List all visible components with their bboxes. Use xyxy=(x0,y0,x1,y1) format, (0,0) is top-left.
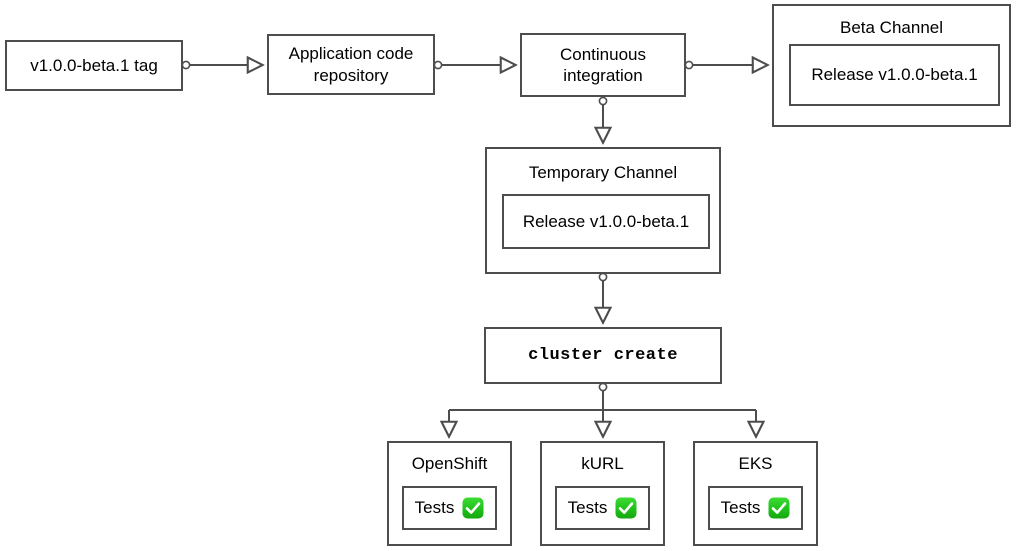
beta-channel-title: Beta Channel xyxy=(839,18,944,37)
openshift-title: OpenShift xyxy=(411,454,488,473)
repo-label-line2: repository xyxy=(313,65,389,85)
beta-channel-release-box[interactable]: Release v1.0.0-beta.1 xyxy=(789,44,1000,106)
node-cluster-create-label: cluster create xyxy=(528,345,678,365)
eks-tests-label: Tests xyxy=(720,498,761,518)
openshift-tests-row: Tests xyxy=(415,497,485,519)
kurl-title: kURL xyxy=(581,454,624,473)
openshift-tests-box[interactable]: Tests xyxy=(402,486,497,530)
eks-tests-box[interactable]: Tests xyxy=(708,486,803,530)
ci-label-line1: Continuous xyxy=(559,44,646,64)
openshift-tests-label: Tests xyxy=(414,498,455,518)
node-application-code-repository[interactable]: Application code repository xyxy=(267,34,435,95)
green-check-icon xyxy=(768,497,790,519)
ci-label-line2: integration xyxy=(563,66,643,85)
kurl-tests-row: Tests xyxy=(568,497,638,519)
temporary-channel-release-label: Release v1.0.0-beta.1 xyxy=(522,211,690,231)
node-temporary-channel[interactable]: Temporary Channel Release v1.0.0-beta.1 xyxy=(485,147,721,274)
node-tag-label: v1.0.0-beta.1 tag xyxy=(30,55,158,75)
node-application-code-repository-label: Application code repository xyxy=(289,43,414,86)
node-continuous-integration[interactable]: Continuous integration xyxy=(520,33,686,97)
green-check-icon xyxy=(462,497,484,519)
temporary-channel-title: Temporary Channel xyxy=(528,163,678,182)
kurl-tests-label: Tests xyxy=(567,498,608,518)
temporary-channel-release-box[interactable]: Release v1.0.0-beta.1 xyxy=(502,194,710,249)
kurl-tests-box[interactable]: Tests xyxy=(555,486,650,530)
eks-tests-row: Tests xyxy=(721,497,791,519)
repo-label-line1: Application code xyxy=(288,44,414,64)
node-eks[interactable]: EKS Tests xyxy=(693,441,818,546)
node-cluster-create[interactable]: cluster create xyxy=(484,327,722,384)
node-continuous-integration-label: Continuous integration xyxy=(560,44,646,87)
node-tag[interactable]: v1.0.0-beta.1 tag xyxy=(5,40,183,91)
beta-channel-release-label: Release v1.0.0-beta.1 xyxy=(811,65,978,85)
green-check-icon xyxy=(615,497,637,519)
node-kurl[interactable]: kURL Tests xyxy=(540,441,665,546)
node-openshift[interactable]: OpenShift Tests xyxy=(387,441,512,546)
node-beta-channel[interactable]: Beta Channel Release v1.0.0-beta.1 xyxy=(772,4,1011,127)
eks-title: EKS xyxy=(738,454,773,473)
